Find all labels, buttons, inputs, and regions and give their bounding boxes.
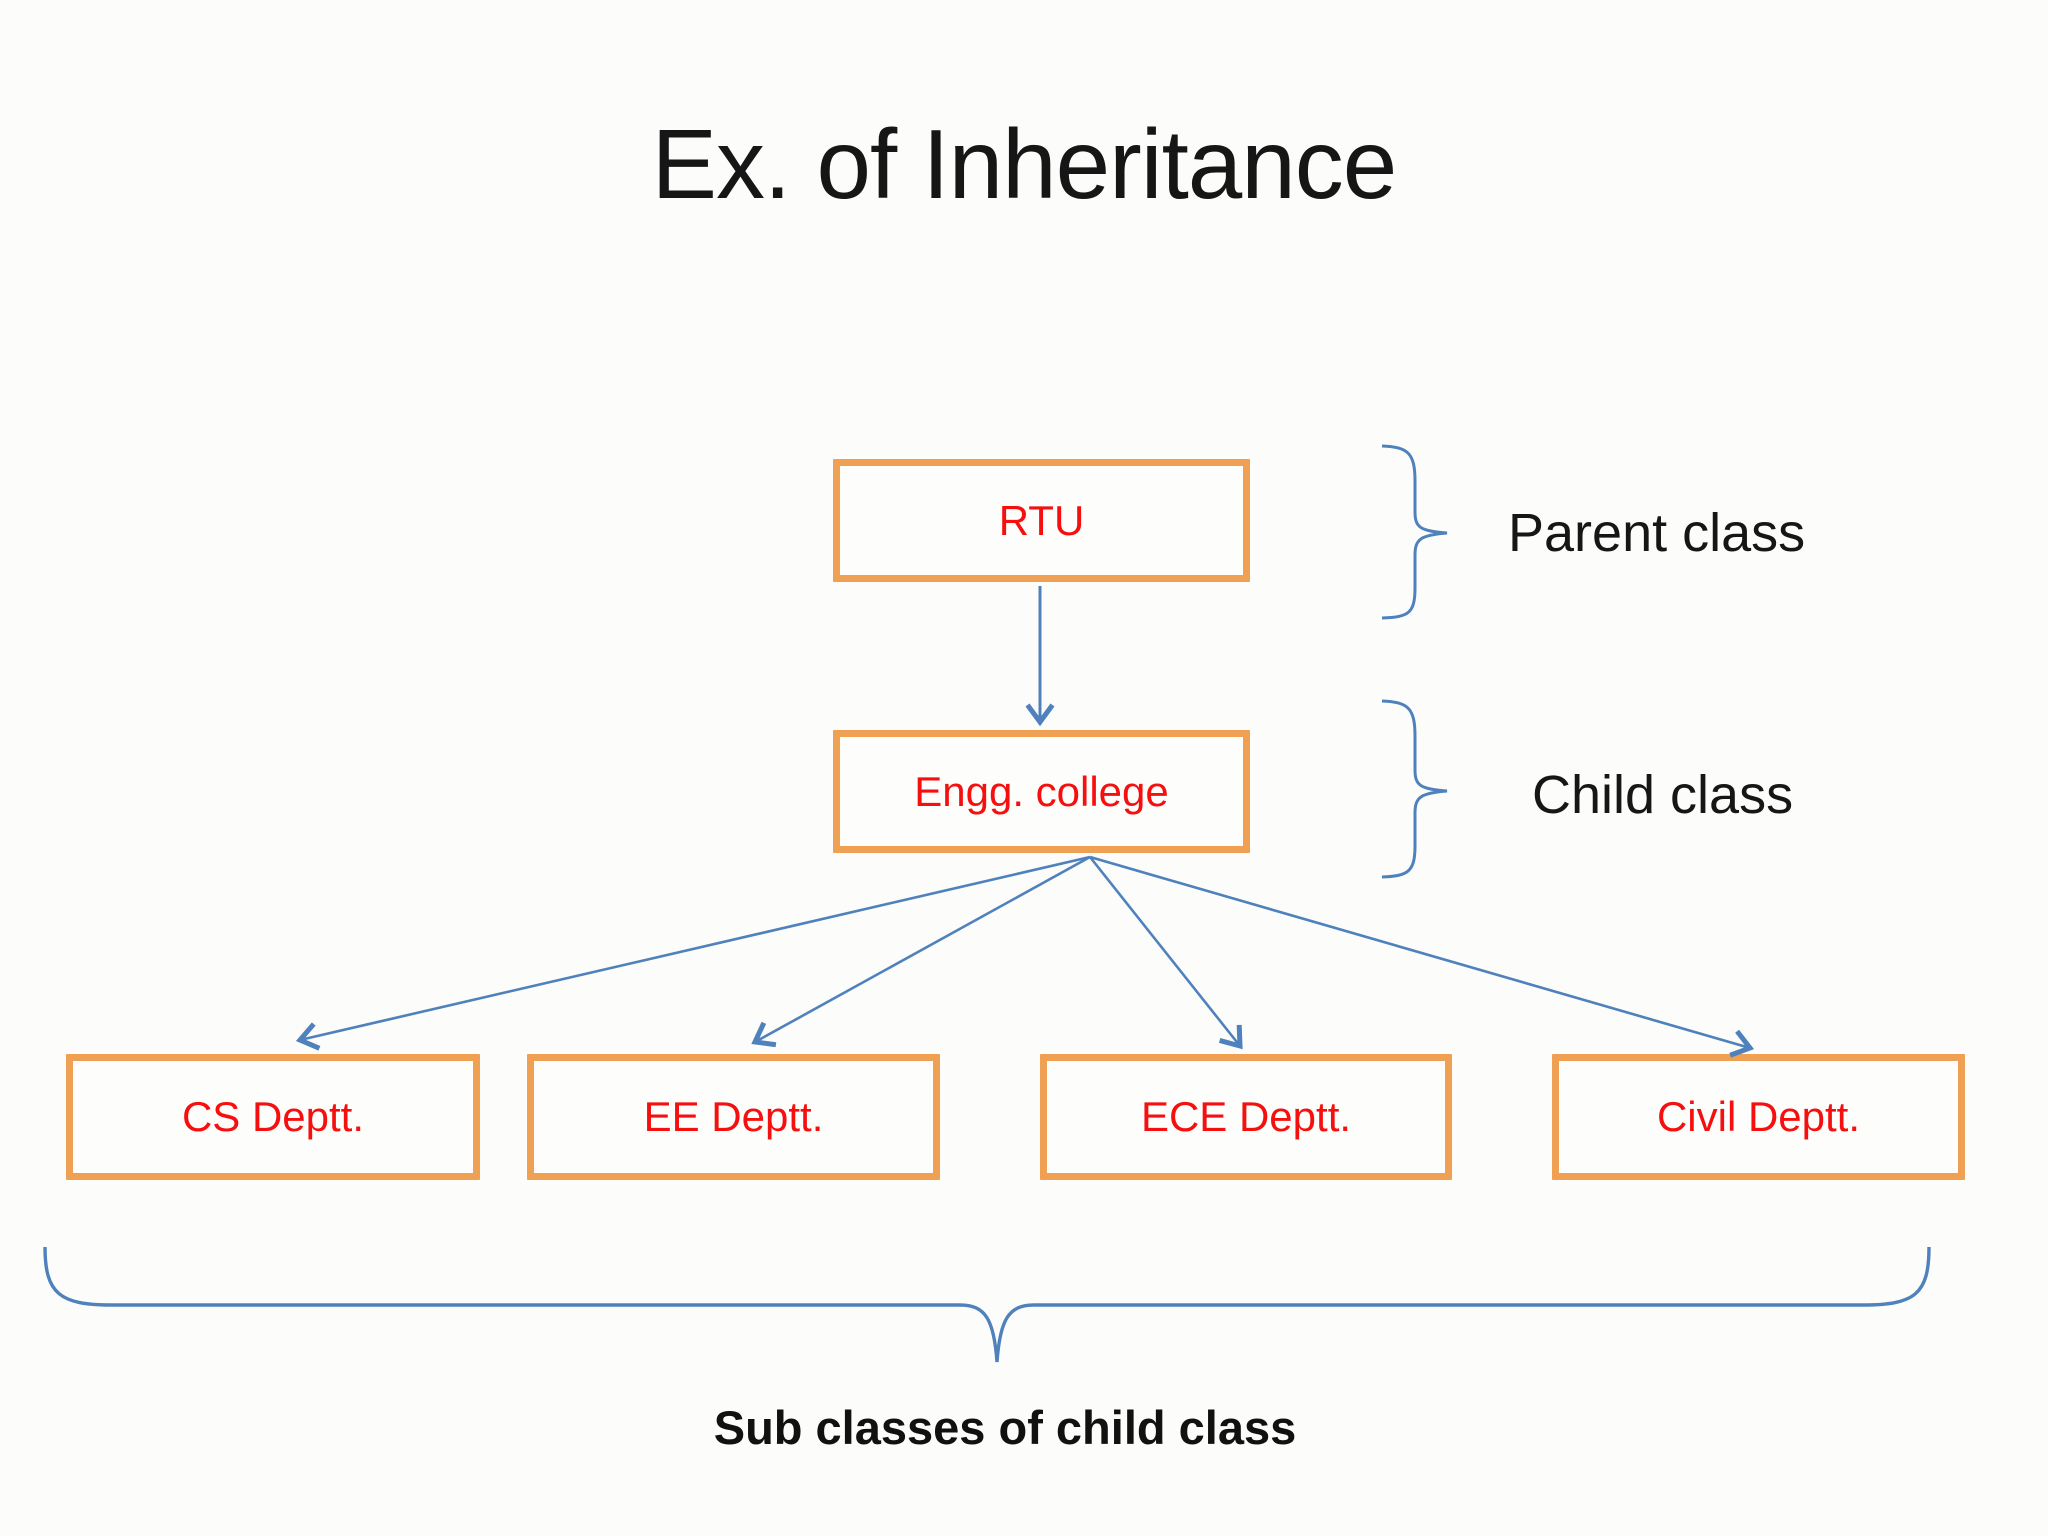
subclass-box-cs-label: CS Deptt.	[181, 1093, 365, 1140]
parent-class-label: Parent class	[1508, 503, 1806, 563]
subclass-box-cs: CS Deptt.	[66, 1054, 480, 1180]
subclasses-brace	[43, 1246, 1931, 1363]
page-title: Ex. of Inheritance	[651, 109, 1398, 219]
subclass-box-civil-label: Civil Deptt.	[1656, 1093, 1861, 1140]
parent-class-brace	[1381, 444, 1448, 620]
arrow-child-to-civil	[1089, 855, 1755, 1058]
child-class-box-label: Engg. college	[914, 767, 1169, 815]
parent-class-box: RTU	[833, 459, 1250, 582]
subclass-box-civil: Civil Deptt.	[1552, 1054, 1965, 1180]
subclass-box-ece: ECE Deptt.	[1040, 1054, 1452, 1180]
arrow-child-to-cs	[295, 855, 1091, 1051]
subclass-box-ee-label: EE Deptt.	[643, 1093, 824, 1140]
subclass-box-ee: EE Deptt.	[527, 1054, 940, 1180]
child-class-brace	[1381, 699, 1448, 879]
child-class-box: Engg. college	[833, 730, 1250, 853]
parent-class-box-label: RTU	[998, 496, 1085, 544]
child-class-label: Child class	[1532, 765, 1794, 825]
arrow-child-to-ee	[751, 855, 1091, 1048]
subclasses-caption: Sub classes of child class	[713, 1401, 1297, 1454]
arrow-child-to-ece	[1088, 856, 1243, 1050]
subclass-box-ece-label: ECE Deptt.	[1140, 1093, 1352, 1140]
